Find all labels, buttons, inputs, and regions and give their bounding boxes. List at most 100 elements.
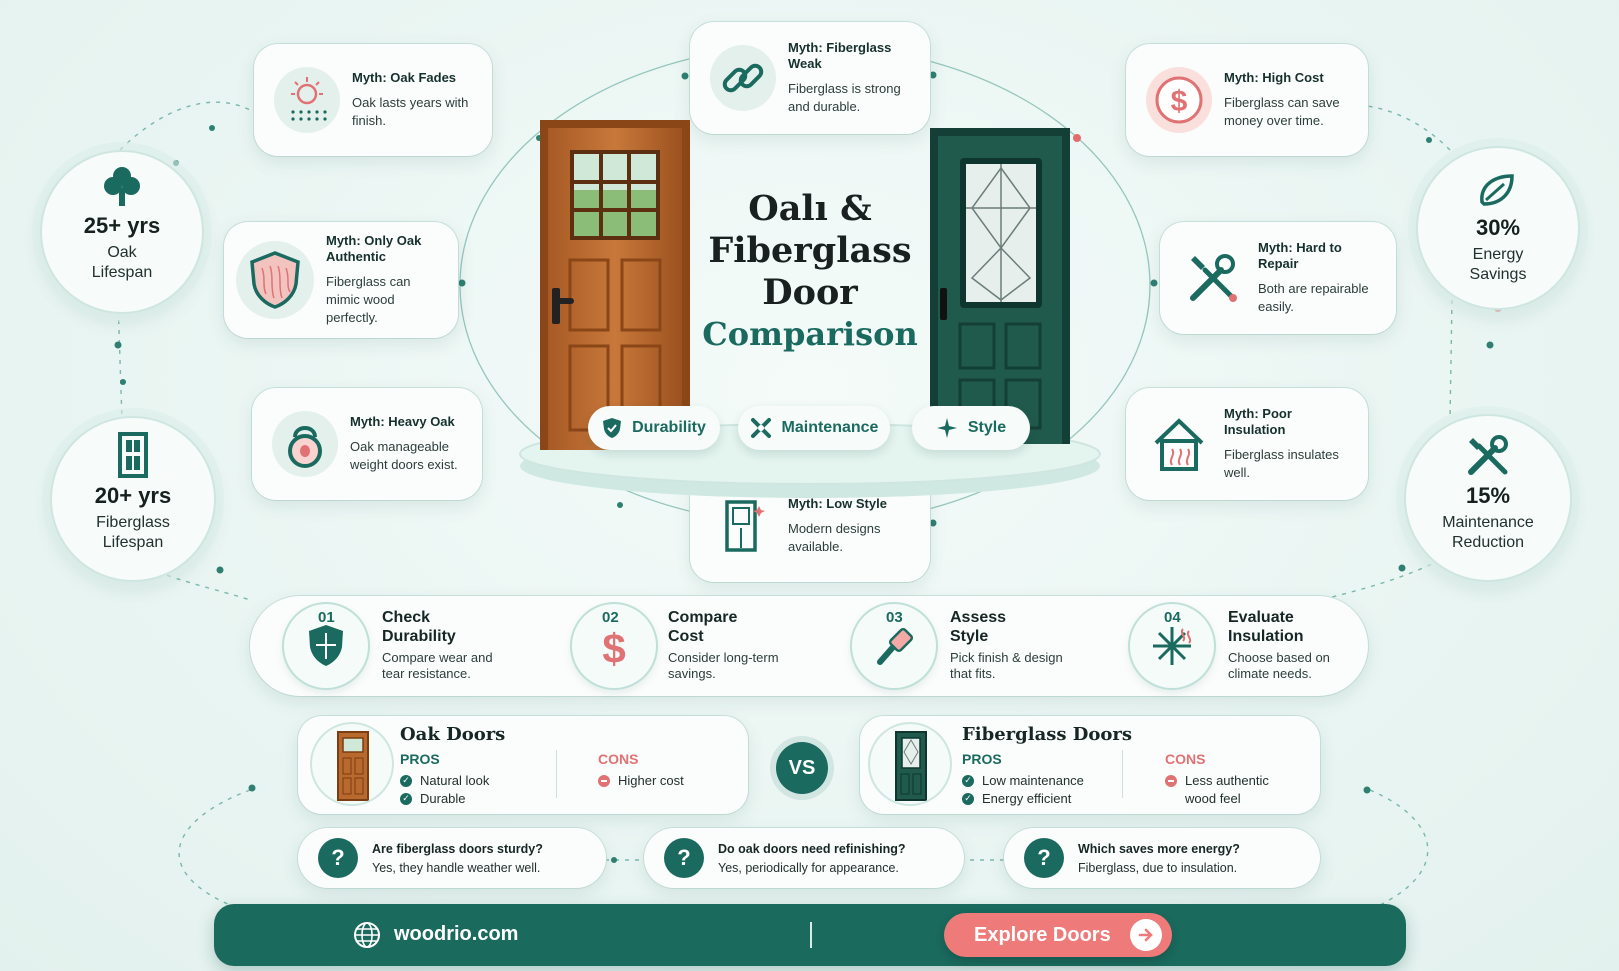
step-title: Evaluate [1228, 609, 1294, 626]
fiberglass-door-thumb [870, 724, 950, 804]
pro-item: ✓ Natural look [400, 772, 489, 789]
faq-answer: Fiberglass, due to insulation. [1078, 861, 1238, 875]
pro-text: Durable [420, 791, 466, 806]
faq-question: Are fiberglass doors sturdy? [372, 842, 543, 856]
tools-icon [1468, 435, 1508, 475]
chain-link-icon [710, 45, 776, 111]
myth-card-only-oak-authentic: Myth: Only Oak Authentic Fiberglass can … [224, 222, 458, 338]
myth-card-high-cost: $ Myth: High Cost Fiberglass can save mo… [1126, 44, 1368, 156]
pro-item: ✓ Durable [400, 790, 466, 807]
vs-text: VS [788, 756, 816, 779]
myth-card-poor-insulation: Myth: Poor Insulation Fiberglass insulat… [1126, 388, 1368, 500]
fiberglass-doors-card: Fiberglass Doors PROS ✓Low maintenance ✓… [860, 716, 1320, 814]
myth-desc: Fiberglass is strong and durable. [788, 81, 901, 114]
oak-doors-title: Oak Doors [400, 724, 506, 745]
myth-title: Myth: Heavy Oak [350, 414, 455, 429]
stat-value: 15% [1465, 483, 1511, 508]
paintbrush-icon [877, 627, 914, 665]
title-line: Door [762, 272, 858, 313]
oak-door-image [540, 120, 690, 450]
cons-heading: CONS [1165, 751, 1206, 767]
stat-label: Maintenance [1442, 514, 1534, 531]
myth-card-hard-to-repair: Myth: Hard to Repair Both are repairable… [1160, 222, 1396, 334]
pill-maintenance[interactable]: Maintenance [738, 406, 890, 450]
step-icon-ring [852, 604, 936, 688]
tools-icon [1180, 245, 1246, 311]
footer-bar: woodrio.com Explore Doors [214, 904, 1406, 966]
question-icon: ? [664, 838, 704, 878]
stat-label: Oak [107, 244, 137, 261]
check-icon: ✓ [400, 774, 412, 787]
shield-icon [309, 625, 343, 666]
myth-title: Myth: Fiberglass Weak [788, 40, 892, 71]
con-text: Higher cost [618, 773, 684, 788]
leaf-icon [1480, 174, 1514, 206]
myth-desc: Fiberglass can mimic wood perfectly. [326, 274, 411, 325]
globe-icon [354, 922, 380, 948]
minus-icon [598, 774, 610, 787]
check-icon: ✓ [962, 774, 974, 787]
step-title: Durability [382, 628, 456, 645]
pro-text: Energy efficient [982, 791, 1072, 806]
pill-style[interactable]: Style [912, 406, 1030, 450]
pro-text: Low maintenance [982, 773, 1084, 788]
fiberglass-door-image [930, 128, 1070, 444]
step-number: 01 [318, 609, 335, 626]
pro-item: ✓ Low maintenance [962, 772, 1084, 789]
pill-label: Style [967, 419, 1007, 436]
step-number: 02 [602, 609, 619, 626]
step-desc: Compare wear and [382, 650, 493, 665]
step-desc: Pick finish & design [950, 650, 1063, 665]
faq-question: Which saves more energy? [1078, 842, 1240, 856]
minus-icon [1165, 774, 1177, 787]
faq-answer: Yes, periodically for appearance. [718, 861, 899, 875]
stat-label: Savings [1469, 266, 1527, 283]
title-line: Oalı & [748, 188, 872, 229]
step-number: 04 [1164, 609, 1181, 626]
svg-text:$: $ [602, 625, 625, 669]
oak-door-thumb [312, 724, 392, 804]
stat-label: Lifespan [102, 534, 164, 551]
divider [1122, 750, 1123, 798]
footer-divider [810, 922, 812, 948]
myth-card-heavy-oak: Myth: Heavy Oak Oak manageable weight do… [252, 388, 482, 500]
step-desc: savings. [668, 666, 716, 681]
pro-item: ✓Energy efficient [962, 790, 1071, 807]
stat-value: 25+ yrs [83, 213, 161, 238]
title-line: Fiberglass [708, 230, 912, 271]
step-desc: that fits. [950, 666, 996, 681]
title-line: Comparison [702, 315, 918, 353]
check-icon: ✓ [400, 792, 412, 805]
myth-title: Myth: Poor Insulation [1224, 406, 1292, 437]
con-item: Less authentic [1165, 772, 1269, 789]
step-desc: Consider long-term [668, 650, 779, 665]
stat-label: Energy [1472, 246, 1524, 263]
stat-oak-lifespan: 25+ yrs Oak Lifespan [42, 152, 202, 312]
step-icon-ring [284, 604, 368, 688]
stat-fiberglass-lifespan: 20+ yrs Fiberglass Lifespan [52, 418, 214, 580]
pro-text: Natural look [420, 773, 490, 788]
myth-desc: Modern designs available. [788, 521, 881, 554]
svg-text:$: $ [1171, 85, 1188, 118]
shield-icon [603, 418, 622, 438]
myth-desc: Fiberglass can save money over time. [1224, 95, 1340, 128]
page-title: Oalı & Fiberglass Door Comparison [690, 188, 930, 354]
website-link[interactable]: woodrio.com [394, 923, 519, 945]
explore-doors-button[interactable]: Explore Doors [944, 913, 1172, 957]
faq-card-sturdy: ? Are fiberglass doors sturdy? Yes, they… [298, 828, 606, 888]
pill-durability[interactable]: Durability [588, 406, 720, 450]
step-desc: climate needs. [1228, 666, 1312, 681]
myth-title: Myth: High Cost [1224, 70, 1324, 85]
step-title: Check [382, 609, 431, 626]
stat-energy-savings: 30% Energy Savings [1418, 148, 1578, 308]
button-label: Explore Doors [974, 923, 1111, 946]
door-icon [118, 432, 148, 478]
cons-heading: CONS [598, 751, 639, 767]
stat-label: Fiberglass [96, 514, 170, 531]
pros-heading: PROS [400, 751, 440, 767]
con-item: Higher cost [598, 772, 684, 789]
faq-card-refinishing: ? Do oak doors need refinishing? Yes, pe… [644, 828, 964, 888]
step-desc: Choose based on [1228, 650, 1330, 665]
stat-value: 30% [1475, 215, 1521, 240]
kettlebell-icon [272, 411, 338, 477]
